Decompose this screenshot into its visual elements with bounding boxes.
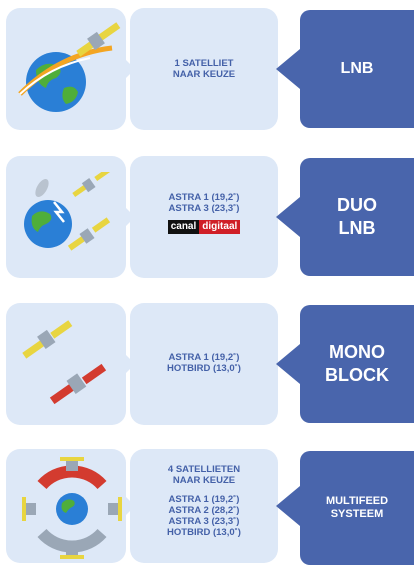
info-line: ASTRA 2 (28,2˚): [168, 505, 240, 516]
info-line: HOTBIRD (13,0˚): [167, 527, 241, 538]
type-label: LNB: [340, 60, 374, 77]
info-line: ASTRA 1 (19,2˚): [168, 494, 240, 505]
info-line: ASTRA 3 (23,3˚): [168, 203, 240, 214]
type-label: DUO: [337, 195, 377, 215]
satellite-info: ASTRA 1 (19,2˚) HOTBIRD (13,0˚): [130, 352, 278, 374]
type-box-duo: DUO LNB: [300, 158, 414, 276]
satellite-info: ASTRA 1 (19,2˚) ASTRA 3 (23,3˚) canal di…: [130, 192, 278, 234]
pointer: [276, 486, 300, 526]
multifeed-ring-icon: [22, 457, 122, 559]
pointer: [276, 344, 300, 384]
info-line: NAAR KEUZE: [172, 69, 236, 80]
info-panel-multifeed: [130, 449, 278, 563]
info-panel-duo: [130, 156, 278, 278]
info-line: ASTRA 3 (23,3˚): [168, 516, 240, 527]
notch: [125, 59, 135, 79]
notch: [125, 496, 135, 516]
globe-satellite-icon: [18, 22, 121, 112]
type-label: MONO: [329, 342, 385, 362]
type-label: BLOCK: [325, 365, 389, 385]
type-label: LNB: [338, 218, 376, 238]
satellite-info: 4 SATELLIETEN NAAR KEUZE ASTRA 1 (19,2˚)…: [130, 464, 278, 538]
pointer: [276, 49, 300, 89]
info-line: 1 SATELLIET: [174, 58, 234, 69]
info-panel-lnb: [130, 8, 278, 130]
info-line: ASTRA 1 (19,2˚): [168, 192, 240, 203]
type-box-lnb: LNB: [300, 10, 414, 128]
type-label: MULTIFEED: [325, 495, 389, 507]
type-box-multifeed: MULTIFEED SYSTEEM: [300, 451, 414, 565]
globe-dish-satellites-icon: [24, 172, 111, 251]
notch: [125, 354, 135, 374]
type-box-mono: MONO BLOCK: [300, 305, 414, 423]
info-line: NAAR KEUZE: [172, 475, 236, 486]
info-panel-mono: [130, 303, 278, 425]
notch: [125, 207, 135, 227]
info-line: 4 SATELLIETEN: [167, 464, 241, 475]
logo-part: canal: [167, 220, 200, 234]
info-line: HOTBIRD (13,0˚): [167, 363, 241, 374]
logo-part: digitaal: [199, 220, 241, 234]
pointer: [276, 197, 300, 237]
two-satellites-icon: [22, 320, 107, 405]
type-label: SYSTEEM: [330, 508, 384, 520]
canaldigitaal-logo: canal digitaal: [167, 220, 241, 234]
satellite-info: 1 SATELLIET NAAR KEUZE: [130, 58, 278, 80]
info-line: ASTRA 1 (19,2˚): [168, 352, 240, 363]
